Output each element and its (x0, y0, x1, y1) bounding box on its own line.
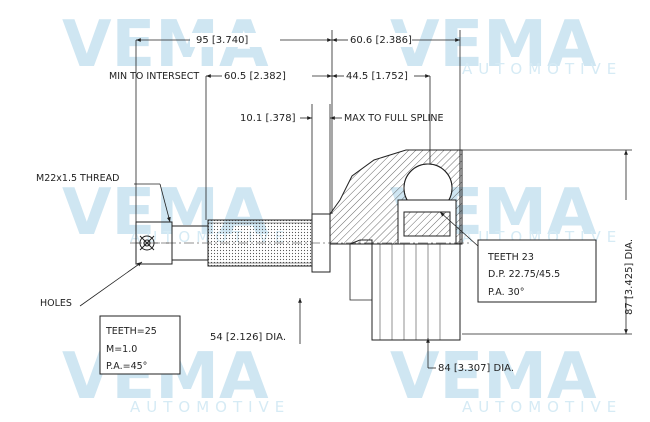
dim-60-6: 60.6 [2.386] (350, 35, 412, 46)
dim-87-dia: 87 [3.425] DIA. (624, 239, 635, 315)
dim-95: 95 [3.740] (196, 35, 248, 46)
label-min-to-intersect: MIN TO INTERSECT (109, 71, 199, 82)
watermark-sub: AUTOMOTIVE (462, 398, 622, 416)
spec-box-left: TEETH=25 M=1.0 P.A.=45° (99, 315, 181, 375)
watermark-sub: AUTOMOTIVE (130, 398, 290, 416)
dim-44-5: 44.5 [1.752] (346, 71, 408, 82)
watermark-brand: VEMA (390, 8, 597, 82)
dim-60-5: 60.5 [2.382] (224, 71, 286, 82)
dimension-texts: 95 [3.740] 60.6 [2.386] MIN TO INTERSECT… (36, 33, 635, 374)
bell-outline (330, 239, 461, 341)
spec-right-pressure-angle: P.A. 30° (488, 287, 524, 298)
label-max-to-full-spline: MAX TO FULL SPLINE (344, 113, 444, 124)
cv-joint-part (130, 149, 470, 341)
dim-84-dia: 84 [3.307] DIA. (438, 363, 514, 374)
dim-10-1: 10.1 [.378] (240, 113, 296, 124)
label-thread: M22x1.5 THREAD (36, 173, 119, 184)
spec-left-pressure-angle: P.A.=45° (106, 361, 147, 372)
dimension-lines (79, 30, 632, 369)
label-holes: HOLES (40, 298, 72, 309)
spec-left-module: M=1.0 (106, 344, 137, 355)
spec-right-teeth: TEETH 23 (487, 252, 534, 263)
spec-left-teeth: TEETH=25 (105, 326, 157, 337)
spec-right-diametral-pitch: D.P. 22.75/45.5 (488, 269, 560, 280)
dim-54-dia: 54 [2.126] DIA. (210, 332, 286, 343)
spec-box-right: TEETH 23 D.P. 22.75/45.5 P.A. 30° (477, 239, 597, 303)
watermark-sub: AUTOMOTIVE (462, 60, 622, 78)
watermark-brand: VEMA (390, 340, 597, 414)
